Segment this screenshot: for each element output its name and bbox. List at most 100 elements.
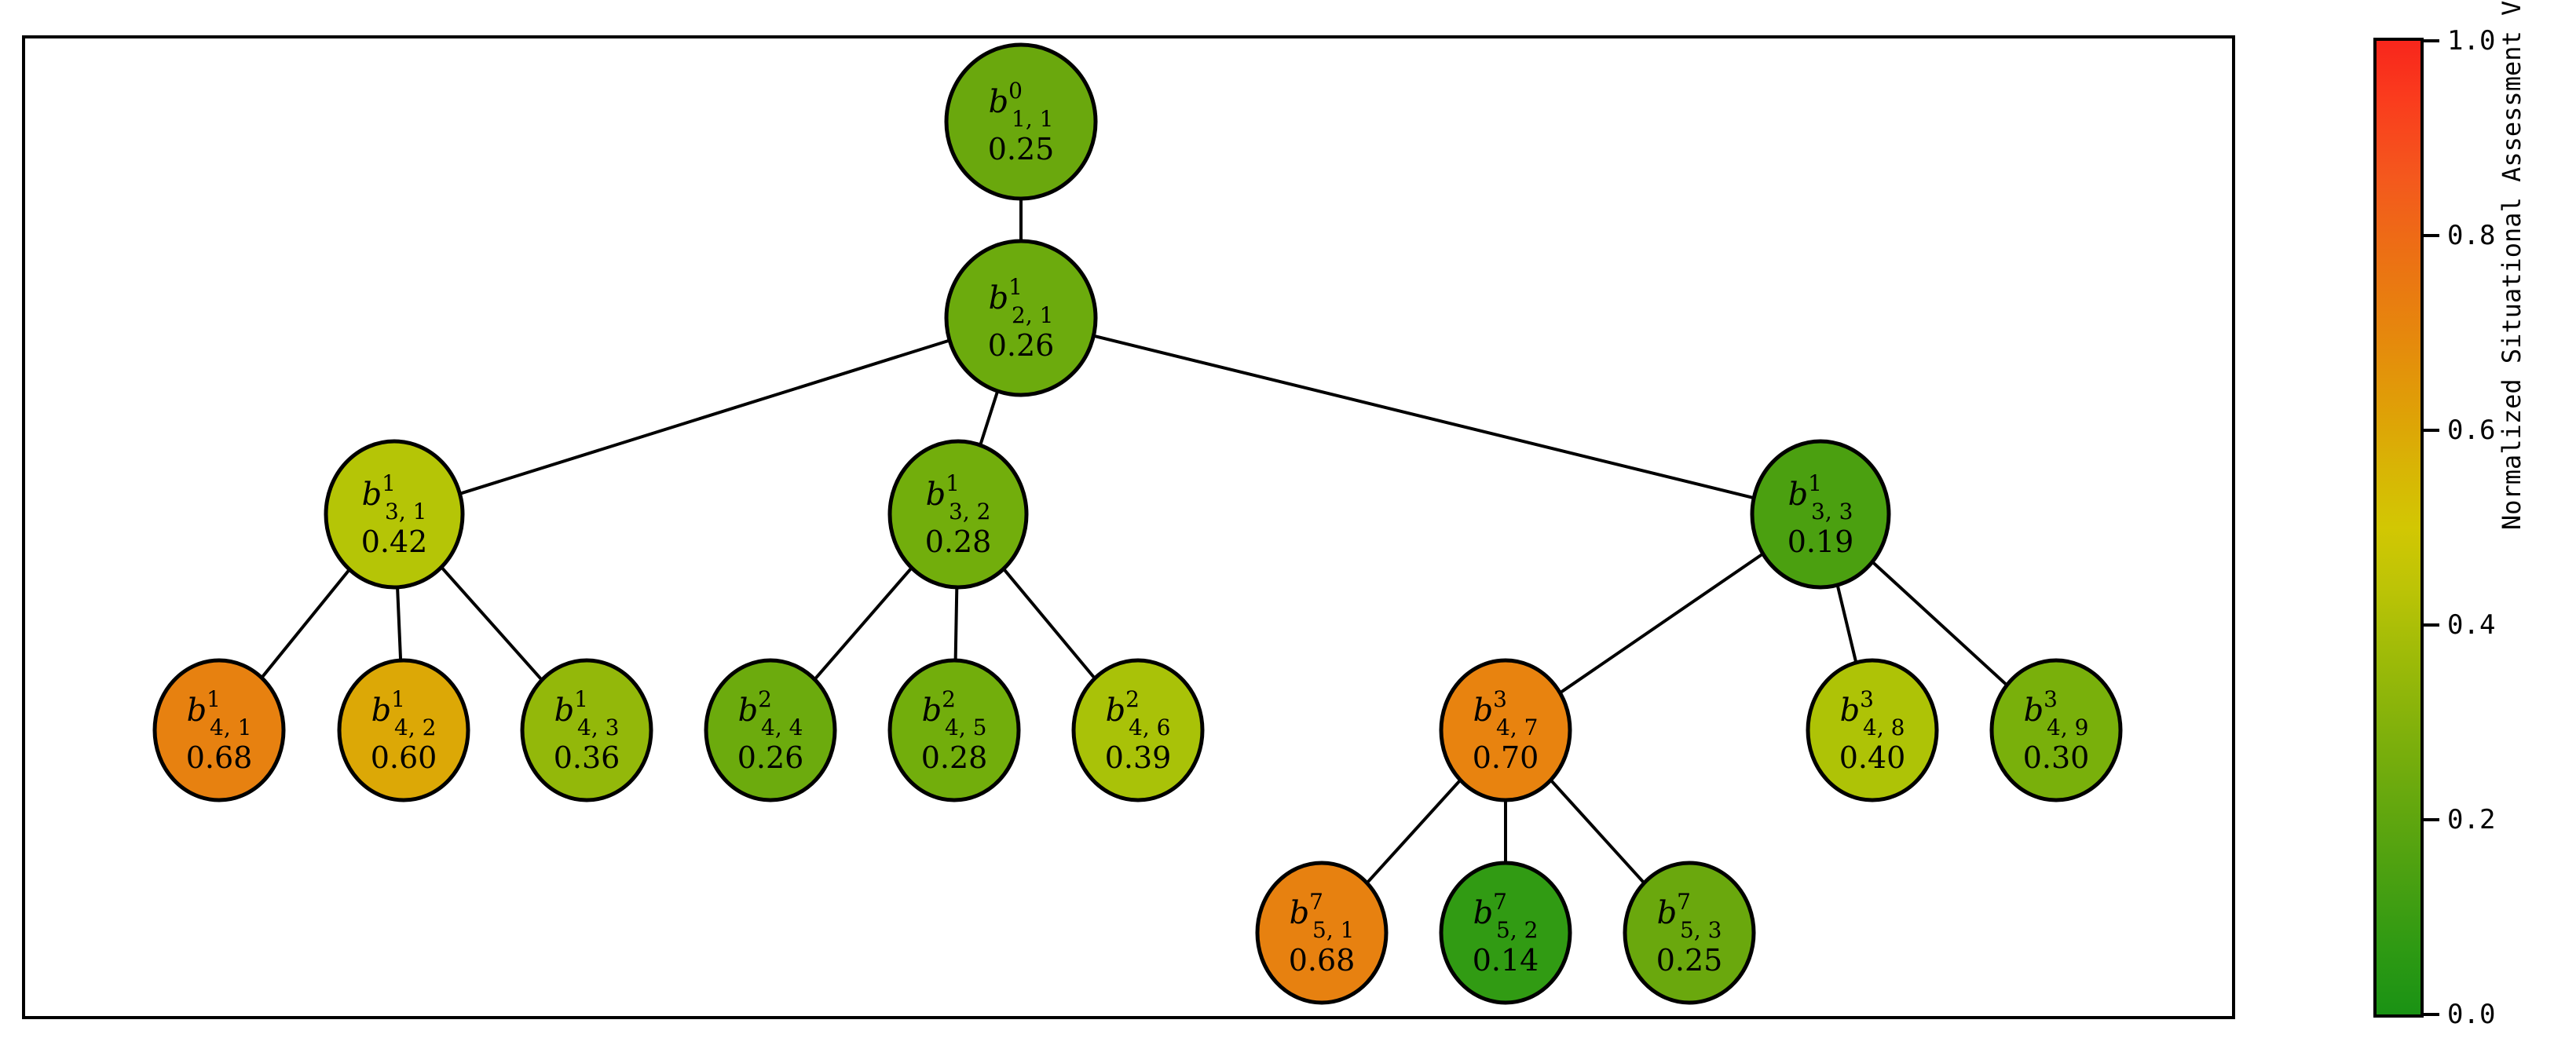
colorbar-tick-label: 0.2 (2447, 804, 2496, 835)
colorbar-gradient (2373, 38, 2424, 1018)
node-value: 0.68 (186, 740, 253, 775)
colorbar-tick-label: 1.0 (2447, 25, 2496, 57)
node-value: 0.25 (1656, 943, 1723, 978)
node-value: 0.42 (361, 525, 428, 559)
node-value: 0.40 (1839, 740, 1906, 775)
colorbar-tick-mark (2424, 1013, 2439, 1016)
node-value: 0.19 (1787, 525, 1854, 559)
node-circle (704, 658, 837, 802)
node-circle (1439, 861, 1572, 1005)
tree-edge (1835, 584, 1858, 663)
node-circle (1071, 658, 1205, 802)
colorbar-tick-mark (2424, 234, 2439, 237)
node-circle (1439, 658, 1572, 802)
node-value: 0.26 (988, 328, 1055, 363)
tree-edge (1366, 779, 1462, 884)
tree-edge (459, 338, 950, 495)
colorbar-tick-mark (2424, 623, 2439, 627)
node-value: 0.70 (1473, 740, 1539, 775)
node-value: 0.68 (1289, 943, 1356, 978)
tree-edge (953, 587, 959, 661)
colorbar-tick-mark (2424, 429, 2439, 432)
node-circle (887, 658, 1021, 802)
tree-edge (1092, 334, 1755, 500)
colorbar-tick-label: 0.6 (2447, 415, 2496, 446)
colorbar-axis-label: Normalized Situational Assessment Value (2497, 0, 2527, 530)
tree-edge (813, 566, 913, 681)
colorbar-tick-mark (2424, 39, 2439, 42)
node-circle (520, 658, 653, 802)
node-circle (1989, 658, 2123, 802)
node-circle (1750, 439, 1891, 590)
tree-edge (1559, 552, 1764, 695)
node-circle (1255, 861, 1389, 1005)
tree-edge (1002, 568, 1096, 680)
tree-edge (396, 587, 403, 661)
node-value: 0.28 (921, 740, 988, 775)
node-circle (1623, 861, 1756, 1005)
node-circle (1806, 658, 1939, 802)
tree-edge (440, 566, 543, 682)
node-value: 0.30 (2023, 740, 2090, 775)
tree-edge (979, 390, 1000, 446)
node-value: 0.39 (1105, 740, 1172, 775)
node-circle (337, 658, 470, 802)
node-circle (944, 239, 1098, 397)
tree-edge (260, 568, 351, 679)
node-value: 0.14 (1473, 943, 1539, 978)
tree-edge (1550, 779, 1645, 884)
node-circle (887, 439, 1029, 590)
node-value: 0.28 (925, 525, 992, 559)
node-value: 0.60 (371, 740, 437, 775)
colorbar-tick-label: 0.8 (2447, 220, 2496, 251)
node-circle (152, 658, 286, 802)
node-value: 0.36 (554, 740, 620, 775)
node-circle (944, 42, 1098, 201)
node-circle (324, 439, 465, 590)
colorbar-tick-label: 0.4 (2447, 609, 2496, 641)
tree-edge (1871, 561, 2008, 687)
colorbar-tick-mark (2424, 818, 2439, 821)
tree-edges-layer (260, 199, 2008, 884)
node-value: 0.26 (737, 740, 804, 775)
node-value: 0.25 (988, 132, 1055, 166)
